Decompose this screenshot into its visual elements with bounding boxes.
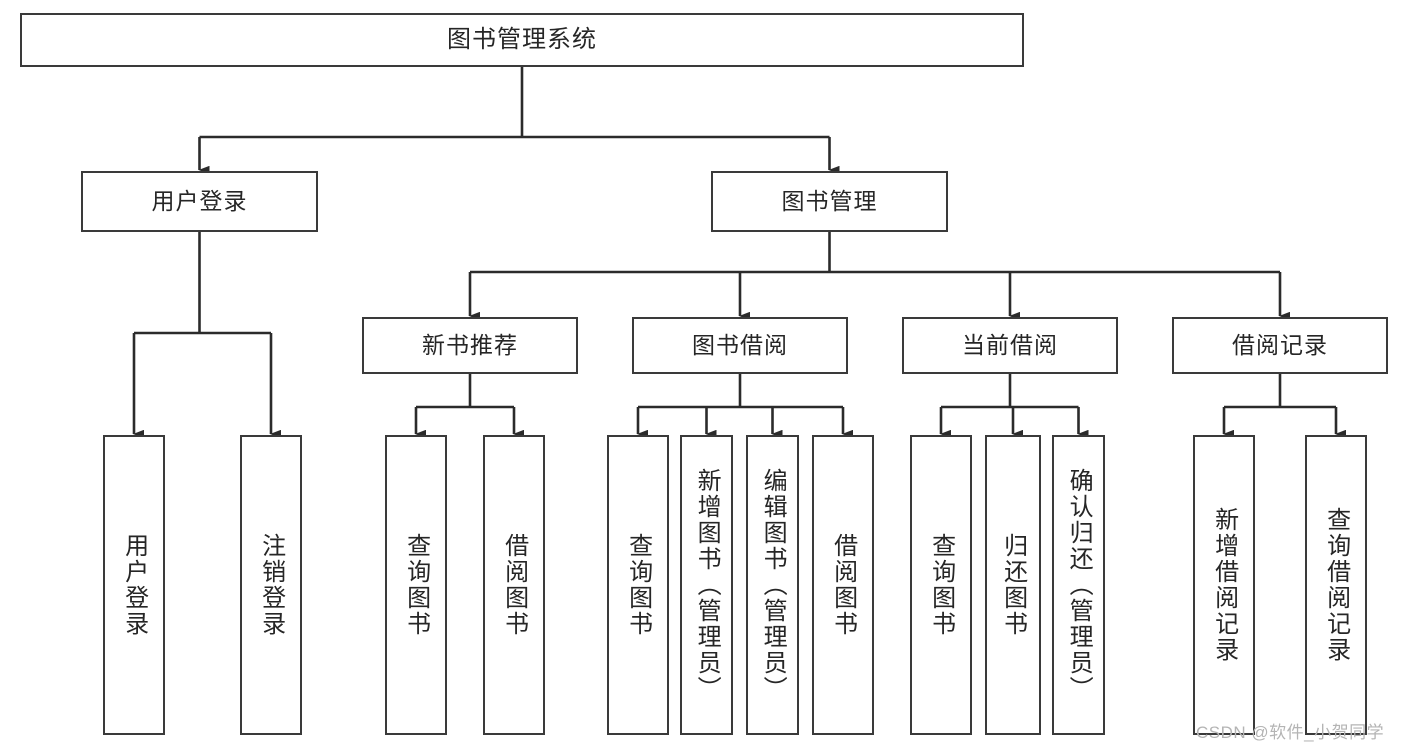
node-leaf-query-book-3[interactable]: 查询图书 xyxy=(910,435,972,735)
node-user-login[interactable]: 用户登录 xyxy=(81,171,318,232)
node-label-leaf-user-login: 用户登录 xyxy=(120,533,148,637)
node-label-leaf-return-book: 归还图书 xyxy=(999,533,1027,637)
node-book-borrow[interactable]: 图书借阅 xyxy=(632,317,848,374)
node-leaf-return-book[interactable]: 归还图书 xyxy=(985,435,1041,735)
node-label-current-borrow: 当前借阅 xyxy=(962,331,1058,358)
node-leaf-logout[interactable]: 注销登录 xyxy=(240,435,302,735)
node-new-book-rec[interactable]: 新书推荐 xyxy=(362,317,578,374)
node-label-root: 图书管理系统 xyxy=(447,25,597,53)
node-leaf-add-book[interactable]: 新增图书（管理员） xyxy=(680,435,733,735)
node-leaf-query-book-1[interactable]: 查询图书 xyxy=(385,435,447,735)
node-label-leaf-edit-book: 编辑图书（管理员） xyxy=(759,468,787,702)
node-label-book-manage: 图书管理 xyxy=(781,187,878,214)
node-label-leaf-logout: 注销登录 xyxy=(257,533,285,637)
node-label-new-book-rec: 新书推荐 xyxy=(422,331,518,358)
node-leaf-query-record[interactable]: 查询借阅记录 xyxy=(1305,435,1367,735)
node-label-book-borrow: 图书借阅 xyxy=(692,331,788,358)
node-current-borrow[interactable]: 当前借阅 xyxy=(902,317,1118,374)
connector-lines xyxy=(132,67,1346,439)
node-label-leaf-add-book: 新增图书（管理员） xyxy=(693,468,721,702)
node-leaf-borrow-book-2[interactable]: 借阅图书 xyxy=(812,435,874,735)
node-book-manage[interactable]: 图书管理 xyxy=(711,171,948,232)
node-leaf-user-login[interactable]: 用户登录 xyxy=(103,435,165,735)
node-label-leaf-query-book-1: 查询图书 xyxy=(402,533,430,637)
node-label-user-login: 用户登录 xyxy=(151,187,248,214)
node-leaf-edit-book[interactable]: 编辑图书（管理员） xyxy=(746,435,799,735)
node-leaf-query-book-2[interactable]: 查询图书 xyxy=(607,435,669,735)
node-leaf-add-record[interactable]: 新增借阅记录 xyxy=(1193,435,1255,735)
node-borrow-record[interactable]: 借阅记录 xyxy=(1172,317,1388,374)
node-label-leaf-confirm-return: 确认归还（管理员） xyxy=(1065,468,1093,702)
node-label-borrow-record: 借阅记录 xyxy=(1232,331,1328,358)
node-label-leaf-add-record: 新增借阅记录 xyxy=(1210,507,1238,663)
node-label-leaf-query-record: 查询借阅记录 xyxy=(1322,507,1350,663)
node-leaf-borrow-book-1[interactable]: 借阅图书 xyxy=(483,435,545,735)
node-label-leaf-borrow-book-1: 借阅图书 xyxy=(500,533,528,637)
node-leaf-confirm-return[interactable]: 确认归还（管理员） xyxy=(1052,435,1105,735)
node-label-leaf-borrow-book-2: 借阅图书 xyxy=(829,533,857,637)
node-label-leaf-query-book-2: 查询图书 xyxy=(624,533,652,637)
node-root[interactable]: 图书管理系统 xyxy=(20,13,1024,67)
node-label-leaf-query-book-3: 查询图书 xyxy=(927,533,955,637)
